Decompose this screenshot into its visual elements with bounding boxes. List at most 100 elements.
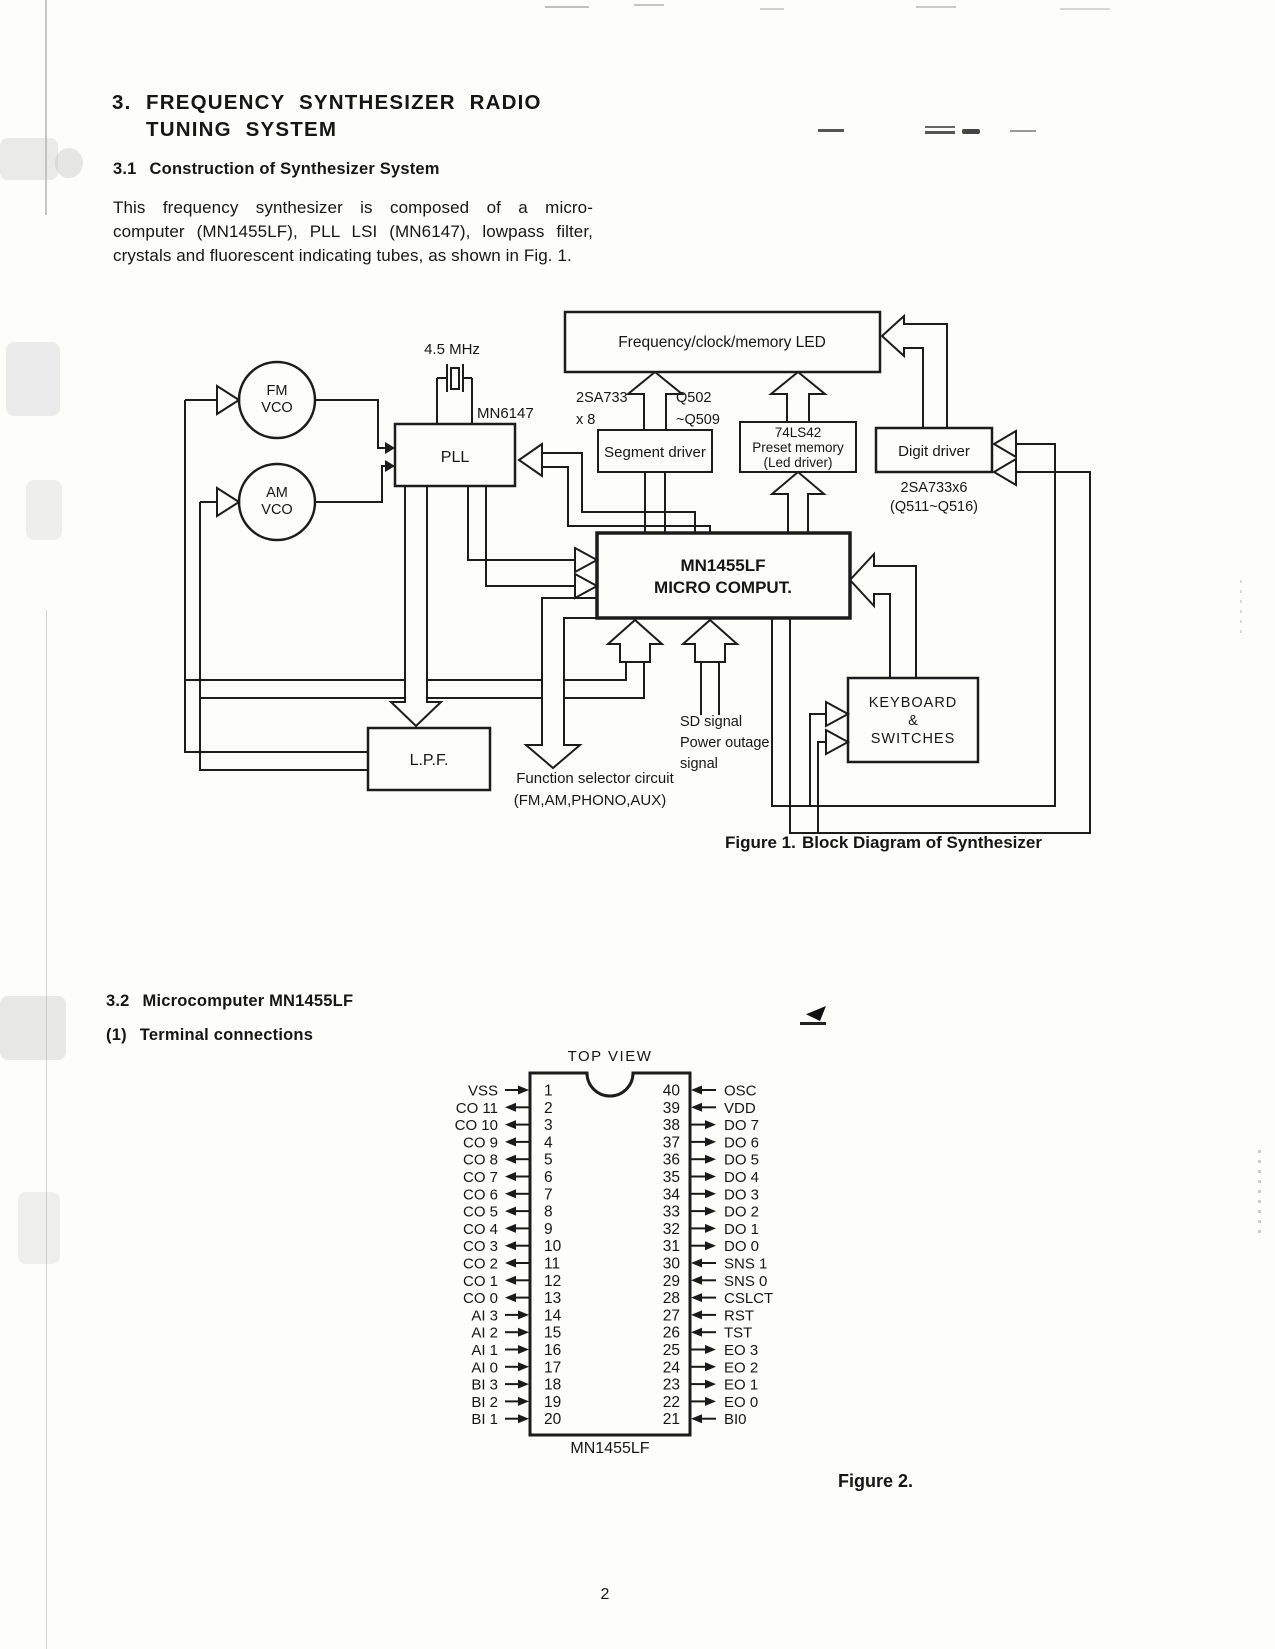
pin-arrow-out: [705, 1206, 716, 1216]
pin-number: 14: [544, 1307, 562, 1324]
figure2-caption: Figure 2.: [838, 1471, 913, 1491]
pin-arrow-in: [691, 1414, 702, 1424]
arrowhead-into-fm-vco: [216, 384, 241, 416]
pin-number: 13: [544, 1290, 561, 1307]
pin-number: 6: [544, 1169, 553, 1186]
preset-memory-label: Preset memory: [752, 440, 844, 455]
ink-blot: [800, 1022, 826, 1025]
pin-number: 20: [544, 1411, 562, 1428]
pll-chip-label: MN6147: [477, 405, 534, 422]
pin-arrow-out: [505, 1258, 516, 1268]
page-title: 3.FREQUENCY SYNTHESIZER RADIO TUNING SYS…: [112, 89, 542, 143]
scan-mark: [1010, 130, 1036, 132]
figure1-caption-text: Block Diagram of Synthesizer: [802, 833, 1042, 852]
pin-arrow-in: [691, 1085, 702, 1095]
pin-number: 40: [663, 1083, 681, 1100]
pin-label: AI 0: [471, 1359, 498, 1376]
pin-arrow-in: [518, 1414, 529, 1424]
pin-number: 7: [544, 1186, 553, 1203]
arrow-micro-to-preset: [769, 470, 827, 534]
pll-box: [393, 422, 517, 488]
sd-signal-label: SD signal: [680, 714, 742, 730]
arrowhead-into-micro-left-2: [574, 572, 600, 600]
pin-label: BI 2: [471, 1394, 498, 1411]
microcomputer-box: [595, 531, 852, 620]
pll-box-label: PLL: [441, 449, 470, 466]
subsection-number: 3.1: [113, 160, 137, 178]
pin-arrow-in: [691, 1275, 702, 1285]
pin-label: EO 0: [724, 1394, 758, 1411]
pin-label: CO 10: [455, 1117, 498, 1134]
page-number: 2: [600, 1586, 610, 1603]
pin-label: AI 2: [471, 1325, 498, 1342]
list-item-title: Terminal connections: [139, 1026, 314, 1044]
body-line: crystals and fluorescent indicating tube…: [113, 245, 572, 265]
pin-arrow-out: [505, 1154, 516, 1164]
pin-label: AI 3: [471, 1307, 498, 1324]
scan-mark: [925, 131, 955, 134]
chevron-arrowheads: [216, 384, 1017, 756]
pin-arrow-out: [505, 1241, 516, 1251]
pin-arrow-in: [691, 1310, 702, 1320]
function-selector-label: Function selector circuit: [516, 770, 674, 787]
scan-mark: [925, 126, 955, 128]
pin-number: 34: [663, 1186, 681, 1203]
pin-label: CO 4: [463, 1221, 498, 1238]
pin-arrow-out: [505, 1172, 516, 1181]
led-box-label: Frequency/clock/memory LED: [618, 334, 826, 351]
keyboard-box: [846, 676, 980, 764]
pin-arrow-out: [505, 1206, 516, 1216]
pin-number: 36: [663, 1152, 680, 1169]
pin-number: 39: [663, 1100, 680, 1117]
pin-number: 38: [663, 1117, 680, 1134]
fm-vco-label: VCO: [261, 400, 292, 416]
section-number: 3.: [112, 91, 132, 114]
pin-number: 8: [544, 1204, 553, 1221]
pin-number: 28: [663, 1290, 680, 1307]
segment-transistors-label: Q502: [676, 390, 711, 406]
pin-arrow-out: [505, 1293, 516, 1303]
crystal-symbol: [450, 367, 460, 390]
arrow-sd-into-micro-bottom: [680, 618, 740, 663]
pin-label: CO 5: [463, 1204, 498, 1221]
pin-label: DO 4: [724, 1169, 759, 1186]
arrow-preset-to-led: [768, 370, 828, 423]
pin-label: EO 1: [724, 1377, 758, 1394]
arrowhead-into-micro-left-1: [574, 546, 600, 574]
pin-number: 31: [663, 1238, 680, 1255]
pin-arrow-out: [705, 1137, 716, 1147]
pin-arrow-in: [691, 1258, 702, 1268]
pin-arrow-out: [505, 1275, 516, 1285]
digit-driver-label: Digit driver: [898, 443, 970, 460]
scan-smudge: [18, 1192, 60, 1264]
pin-number: 25: [663, 1342, 680, 1359]
segment-transistors-label: 2SA733: [576, 390, 628, 406]
pin-arrow-in: [518, 1327, 529, 1337]
scan-smudge: [55, 148, 83, 178]
pin-number: 37: [663, 1134, 680, 1151]
scan-edge-line: [46, 610, 47, 1649]
scan-mark: [1060, 8, 1110, 10]
scan-mark: [760, 8, 784, 10]
pin-number: 11: [544, 1256, 560, 1273]
pin-label: CO 8: [463, 1152, 498, 1169]
pin-label: VDD: [724, 1100, 756, 1117]
pin-arrow-out: [505, 1189, 516, 1199]
am-vco-label: VCO: [261, 502, 292, 518]
pin-arrow-in: [518, 1345, 529, 1354]
pin-label: VSS: [468, 1083, 498, 1100]
arrowhead-into-pll-right: [517, 442, 543, 478]
pin-number: 9: [544, 1221, 553, 1238]
pin-label: CO 9: [463, 1134, 498, 1151]
body-paragraph: This frequency synthesizer is composed o…: [113, 196, 593, 267]
digit-driver-box: [874, 426, 994, 474]
am-vco-label: AM: [266, 485, 288, 501]
pin-number: 3: [544, 1117, 553, 1134]
preset-memory-label: 74LS42: [775, 425, 822, 440]
pin-label: SNS 1: [724, 1256, 767, 1273]
segment-transistors-label: ~Q509: [676, 412, 720, 428]
arrowhead-into-keyboard-1: [825, 700, 851, 728]
